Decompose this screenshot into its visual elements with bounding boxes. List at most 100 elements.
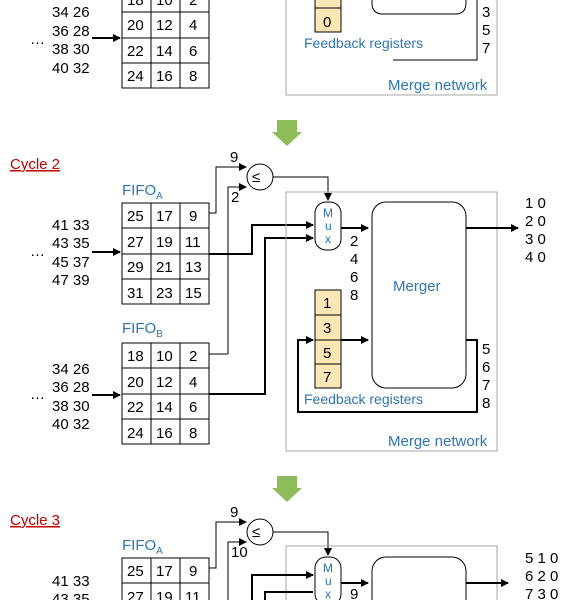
cycle-3-fifo-a-cell: 25 [127, 563, 144, 580]
cycle-3-mux-letter: u [325, 574, 332, 588]
cycle-2-mux-out: 2 [350, 233, 358, 250]
next-cycle-arrow-icon [272, 476, 302, 502]
cycle-2-fifo-a-cell: 25 [127, 208, 144, 225]
top-fifo-b-cell: 14 [156, 43, 173, 60]
cycle-2-fifo-a-table: 25 17 9 27 19 11 29 21 13 31 23 15 [121, 202, 210, 305]
cycle-3-cmp-to-mux [273, 531, 332, 556]
top-input-b-line3: 38 30 [52, 41, 90, 58]
cycle-2-comparator-symbol: ≤ [252, 169, 260, 186]
cycle-2-input-a-line: 41 33 [52, 217, 90, 234]
cycle-2-fifo-b-label: FIFOB [122, 320, 163, 340]
cycle-2-fifo-a-cell: 15 [185, 285, 202, 302]
cycle-2-merge-network-box [285, 191, 498, 452]
cycle-2-fifo-b-cell: 12 [156, 374, 173, 391]
top-ellipsis: … [30, 31, 45, 48]
cycle-2-fifo-b-cell: 22 [127, 399, 144, 416]
cycle-3-fifo-a-to-mux [251, 571, 314, 600]
top-merge-network-label: Merge network [388, 77, 488, 94]
cycle-2-fifo-a-cell: 29 [127, 259, 144, 276]
cycle-2-merger [371, 201, 467, 389]
cycle-3-fifo-a-cell: 11 [185, 589, 201, 600]
cycle-2-feedback-cell: 7 [323, 369, 331, 386]
cycle-3-mux-letter: M [323, 561, 333, 575]
cycle-2-fifo-a-cell: 17 [156, 208, 173, 225]
cycle-2-fifo-b-to-cmp [227, 183, 247, 354]
top-fifo-b-cell: 4 [189, 17, 197, 34]
cycle-3-title: Cycle 3 [10, 512, 60, 529]
cycle-2-fifo-a-cell: 31 [127, 285, 144, 302]
top-merger-box [371, 0, 467, 15]
top-merge-network-box [285, 0, 498, 96]
top-input-b-line1: 34 26 [52, 4, 90, 21]
cycle-2-merger-side: 7 [482, 377, 490, 394]
cycle-3-cmp-left: 10 [231, 544, 248, 561]
cycle-3-output-line: 7 3 0 [525, 586, 558, 600]
top-feedback-line [393, 0, 478, 61]
cycle-2-feedback-cell: 1 [323, 295, 331, 312]
cycle-2-mux-letter: M [323, 206, 333, 220]
top-feedback-registers [314, 0, 342, 33]
cycle-2-output-line: 2 0 [525, 213, 546, 230]
cycle-2-fifo-a-to-cmp [209, 163, 247, 214]
cycle-2-mux-out: 8 [350, 287, 358, 304]
cycle-3-cmp-top: 9 [230, 504, 238, 521]
cycle-2-fifo-b-cell: 6 [189, 399, 197, 416]
cycle-2-input-a-line: 43 35 [52, 235, 90, 252]
top-fifo-b-cell: 16 [156, 68, 173, 85]
cycle-2-fifo-b-cell: 18 [127, 348, 144, 365]
cycle-2-fifo-a-cell: 9 [189, 208, 197, 225]
cycle-2-merger-side: 5 [482, 341, 490, 358]
cycle-2-cmp-left: 2 [231, 189, 239, 206]
cycle-2-cmp-top: 9 [230, 149, 238, 166]
top-fifo-b-cell: 12 [156, 17, 173, 34]
cycle-3-merger [371, 556, 467, 600]
cycle-2-fifo-a-cell: 11 [185, 234, 201, 251]
cycle-3-fifo-a-label: FIFOA [122, 537, 163, 557]
top-fifo-b-cell: 22 [127, 43, 144, 60]
cycle-2-mux-out: 6 [350, 269, 358, 286]
cycle-2-fifo-a-cell: 27 [127, 234, 144, 251]
cycle-2-output-line: 3 0 [525, 231, 546, 248]
cycle-2-fifo-a-cell: 19 [156, 234, 173, 251]
top-side-value: 3 [482, 4, 490, 21]
cycle-2-ellipsis-a: … [30, 243, 45, 260]
cycle-2-fifo-b-cell: 20 [127, 374, 144, 391]
cycle-3-output-line: 5 1 0 [525, 550, 558, 567]
cycle-2-feedback-loop [297, 336, 478, 413]
cycle-2-fifo-b-table: 18 10 2 20 12 4 22 14 6 24 16 8 [121, 342, 210, 445]
cycle-2-feedback-registers-label: Feedback registers [304, 391, 423, 407]
cycle-2-merge-network-label: Merge network [388, 433, 488, 450]
cycle-2-input-a-line: 45 37 [52, 254, 90, 271]
cycle-2-fifo-b-cell: 8 [189, 425, 197, 442]
cycle-2-fifo-a-cell: 21 [156, 259, 173, 276]
cycle-2-fifo-a-cell: 13 [185, 259, 202, 276]
cycle-2-fifo-b-cell: 16 [156, 425, 173, 442]
cycle-2-feedback-cell: 3 [323, 320, 331, 337]
cycle-2-merger-side: 6 [482, 359, 490, 376]
cycle-3-merge-network-box [285, 545, 498, 600]
cycle-2-mux-out: 4 [350, 251, 358, 268]
cycle-3-fifo-b-to-mux [264, 591, 313, 600]
cycle-2-input-b-line: 34 26 [52, 361, 90, 378]
top-fifo-b-cell: 2 [189, 0, 197, 9]
cycle-2-feedback-registers: 1 3 5 7 [314, 289, 342, 389]
top-input-b-line4: 40 32 [52, 60, 90, 77]
top-side-value: 5 [482, 22, 490, 39]
cycle-2-merger-label: Merger [393, 278, 441, 295]
cycle-2-mux-letter: u [325, 219, 332, 233]
cycle-2-title: Cycle 2 [10, 156, 60, 173]
cycle-3-fifo-a-cell: 17 [156, 563, 173, 580]
top-fifo-b-cell: 8 [189, 68, 197, 85]
cycle-2-fifo-a-cell: 23 [156, 285, 173, 302]
top-fifo-b-cell: 6 [189, 43, 197, 60]
cycle-3-mux [314, 556, 342, 600]
top-side-value: 7 [482, 40, 490, 57]
top-feedback-registers-label: Feedback registers [304, 35, 423, 51]
cycle-2-fifo-b-cell: 4 [189, 374, 197, 391]
top-partial-section: 34 26 36 28 38 30 40 32 … 18 10 2 20 12 … [30, 0, 498, 96]
top-feedback-cell: 0 [323, 14, 331, 31]
top-input-b-line2: 36 28 [52, 23, 90, 40]
cycle-2-output-line: 4 0 [525, 249, 546, 266]
cycle-3-input-a-line: 41 33 [52, 573, 90, 590]
